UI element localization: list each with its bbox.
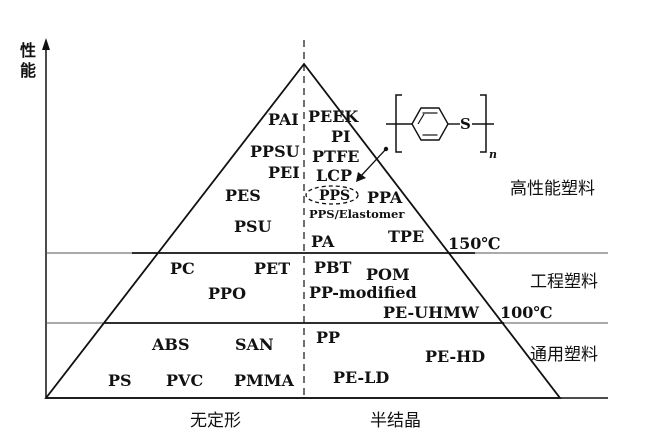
label-pbt: PBT	[314, 258, 352, 277]
label-pa: PA	[311, 232, 335, 251]
ring-inner-bond	[417, 113, 425, 125]
label-tpe: TPE	[388, 227, 424, 246]
tier-label-commodity: 通用塑料	[530, 345, 598, 365]
label-pps: PPS	[319, 188, 350, 204]
label-pp-modified: PP-modified	[309, 283, 417, 302]
y-axis-arrow	[42, 38, 50, 50]
label-ppa: PPA	[367, 188, 403, 207]
label-psu: PSU	[234, 217, 272, 236]
label-pe-ld: PE-LD	[333, 368, 389, 387]
label-pi: PI	[331, 127, 351, 146]
label-pet: PET	[254, 259, 290, 278]
pps-pointer-arrowhead	[356, 172, 366, 182]
tier-label-high-performance: 高性能塑料	[510, 179, 595, 199]
label-pp: PP	[316, 328, 340, 347]
y-axis-label-bottom: 能	[20, 61, 36, 80]
pps-structure-formula: S n	[386, 94, 497, 161]
label-ptfe: PTFE	[312, 147, 360, 166]
label-pmma: PMMA	[234, 371, 294, 390]
tier-label-engineering: 工程塑料	[530, 272, 598, 292]
pps-pointer-line	[360, 148, 387, 177]
label-peek: PEEK	[308, 107, 359, 126]
sulfur-atom: S	[460, 115, 471, 133]
label-ps: PS	[108, 371, 132, 390]
label-pps-elastomer: PPS/Elastomer	[309, 207, 405, 221]
pps-highlight-ellipse	[305, 185, 359, 205]
label-pc: PC	[170, 259, 195, 278]
tier-temp-150: 150℃	[448, 234, 501, 253]
label-ppo: PPO	[208, 284, 246, 303]
bottom-label-semicrystalline: 半结晶	[370, 411, 421, 431]
label-pes: PES	[225, 186, 261, 205]
label-lcp: LCP	[316, 166, 352, 185]
y-axis-label-top: 性	[20, 41, 36, 60]
label-abs: ABS	[151, 335, 190, 354]
pyramid-outline	[44, 62, 562, 399]
label-pom: POM	[366, 265, 410, 284]
label-pvc: PVC	[166, 371, 203, 390]
bottom-label-amorphous: 无定形	[190, 411, 241, 431]
label-san: SAN	[235, 335, 274, 354]
label-pe-uhmw: PE-UHMW	[383, 303, 480, 322]
tier-temp-100: 100℃	[500, 303, 553, 322]
label-ppsu: PPSU	[250, 142, 300, 161]
label-pe-hd: PE-HD	[425, 347, 485, 366]
repeat-subscript: n	[489, 148, 497, 161]
label-pai: PAI	[268, 110, 299, 129]
label-pei: PEI	[268, 163, 300, 182]
pps-pointer-dot	[383, 146, 389, 152]
